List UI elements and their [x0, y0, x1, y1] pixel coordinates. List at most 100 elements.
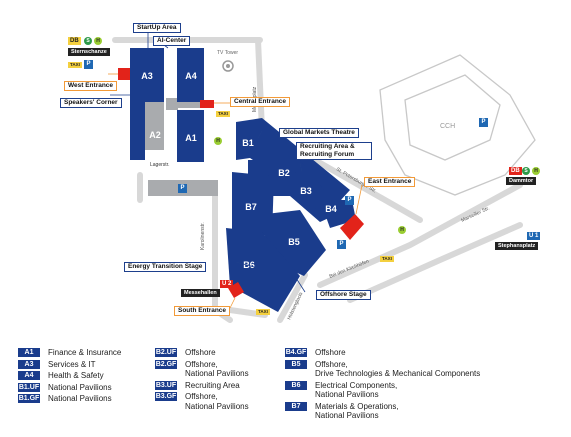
u2-badge: U 2: [220, 280, 234, 288]
east-entrance-marker[interactable]: [340, 214, 364, 240]
legend-code: A3: [18, 359, 40, 369]
svg-text:B3: B3: [300, 186, 312, 196]
cch-outline: [379, 54, 536, 196]
hall-a3-label: A3: [141, 71, 153, 81]
hall-b6[interactable]: [226, 228, 300, 312]
recruiting-area-callout: Recruiting Area & Recruiting Forum: [296, 142, 372, 160]
legend-item: A1 Finance & Insurance: [18, 348, 121, 358]
legend-description: Health & Safety: [48, 371, 104, 380]
legend-code: B2.UF: [155, 348, 177, 357]
legend-code: A4: [18, 371, 40, 380]
s-bahn-icon: S: [84, 37, 92, 45]
tv-tower-label: TV Tower: [217, 50, 238, 56]
legend-description: National Pavilions: [48, 382, 112, 392]
parking-south-icon: P: [178, 184, 187, 193]
central-entrance-marker[interactable]: [200, 100, 214, 108]
legend-item: B6 Electrical Components,National Pavilio…: [285, 380, 398, 400]
west-entrance-marker[interactable]: [118, 68, 130, 80]
taxi-south-badge: TAXI: [256, 309, 270, 315]
svg-text:B7: B7: [245, 202, 257, 212]
street-karolinenstr: Karolinenstr.: [200, 222, 206, 250]
taxi-west-badge: TAXI: [68, 62, 82, 68]
cch-label: CCH: [440, 123, 455, 130]
b-hall-labels: B1 B2 B3 B4 B7 B5 B6: [242, 138, 337, 270]
sternschanze-rail-badge: DB: [68, 37, 81, 45]
legend-description: Services & IT: [48, 359, 96, 369]
legend-code: B5: [285, 359, 307, 369]
dammtor-station: Dammtor: [506, 177, 537, 185]
hall-b7[interactable]: [232, 172, 274, 236]
dammtor-bus-icon: H: [532, 167, 540, 175]
legend-description: Offshore,National Pavilions: [185, 359, 249, 379]
bus-icon: H: [94, 37, 102, 45]
legend-code: B3.GF: [155, 392, 177, 401]
legend-code: B3.UF: [155, 380, 177, 390]
parking-east-icon: P: [345, 196, 354, 205]
legend-item: B2.GF Offshore,National Pavilions: [155, 359, 249, 379]
hall-b4[interactable]: [320, 200, 356, 228]
tv-tower-icon: [222, 60, 234, 72]
legend-item: A4 Health & Safety: [18, 371, 104, 381]
legend-code: B6: [285, 380, 307, 390]
legend-code: B4.GF: [285, 348, 307, 357]
legend-item: B7 Materials & Operations,National Pavili…: [285, 401, 399, 421]
stephansplatz-station: Stephansplatz: [495, 242, 539, 250]
hall-a1[interactable]: [177, 110, 204, 162]
legend-code: A1: [18, 348, 40, 357]
legend-description: Offshore: [315, 348, 346, 357]
svg-text:B6: B6: [243, 260, 255, 270]
legend-code: B1.UF: [18, 382, 40, 392]
bus-stop-icon: H: [214, 137, 222, 145]
svg-text:B5: B5: [288, 237, 300, 247]
hall-a4[interactable]: [177, 48, 204, 102]
legend-code: B7: [285, 401, 307, 411]
legend-item: B3.UF Recruiting Area: [155, 380, 240, 391]
west-entrance-callout: West Entrance: [64, 81, 118, 91]
startup-area-callout: StartUp Area: [133, 23, 181, 33]
legend-description: Finance & Insurance: [48, 348, 122, 357]
parking-west-icon: P: [84, 60, 93, 69]
legend-description: Recruiting Area: [185, 380, 240, 390]
parking-cch-icon: P: [479, 118, 488, 127]
legend-description: Materials & Operations,National Pavilion…: [315, 401, 399, 421]
legend-item: B1.UF National Pavilions: [18, 382, 112, 393]
legend-description: Offshore: [185, 348, 216, 357]
hall-a4-label: A4: [185, 71, 197, 81]
legend-item: B4.GF Offshore: [285, 348, 346, 358]
legend-code: B1.GF: [18, 394, 40, 403]
ai-center-callout: AI-Center: [153, 36, 191, 46]
callout-lines: [110, 30, 306, 293]
b-halls: [226, 118, 356, 312]
hall-a3[interactable]: [130, 48, 164, 102]
street-bei-den-kirchhoefen: Bei den Kirchhöfen: [329, 258, 371, 279]
hall-a2-label: A2: [149, 130, 161, 140]
svg-text:B4: B4: [325, 204, 337, 214]
legend-item: A3 Services & IT: [18, 359, 96, 370]
legend-item: B3.GF Offshore,National Pavilions: [155, 392, 249, 411]
callout-lines-orange: [108, 73, 363, 309]
offshore-stage-callout: Offshore Stage: [316, 290, 371, 300]
svg-text:B1: B1: [242, 138, 254, 148]
speakers-corner-callout: Speakers' Corner: [60, 98, 122, 108]
south-entrance-callout: South Entrance: [174, 306, 231, 316]
hall-a1-label: A1: [185, 133, 197, 143]
legend-description: Offshore,National Pavilions: [185, 392, 249, 411]
svg-text:B2: B2: [278, 168, 290, 178]
legend-code: B2.GF: [155, 359, 177, 369]
east-entrance-callout: East Entrance: [364, 177, 416, 187]
legend-description: Electrical Components,National Pavilions: [315, 380, 398, 400]
dammtor-db-badge: DB: [509, 167, 522, 175]
lagerstr-label: Lagerstr.: [150, 162, 169, 168]
sternschanze-station: Sternschanze: [68, 48, 110, 56]
u1-badge: U 1: [527, 232, 541, 240]
taxi-east-badge: TAXI: [380, 256, 394, 262]
messehallen-station: Messehallen: [181, 289, 220, 297]
taxi-central-badge: TAXI: [216, 111, 230, 117]
energy-transition-stage-callout: Energy Transition Stage: [124, 262, 207, 272]
legend-item: B2.UF Offshore: [155, 348, 216, 358]
global-markets-theatre-callout: Global Markets Theatre: [279, 128, 359, 138]
hall-a2[interactable]: [145, 102, 164, 150]
